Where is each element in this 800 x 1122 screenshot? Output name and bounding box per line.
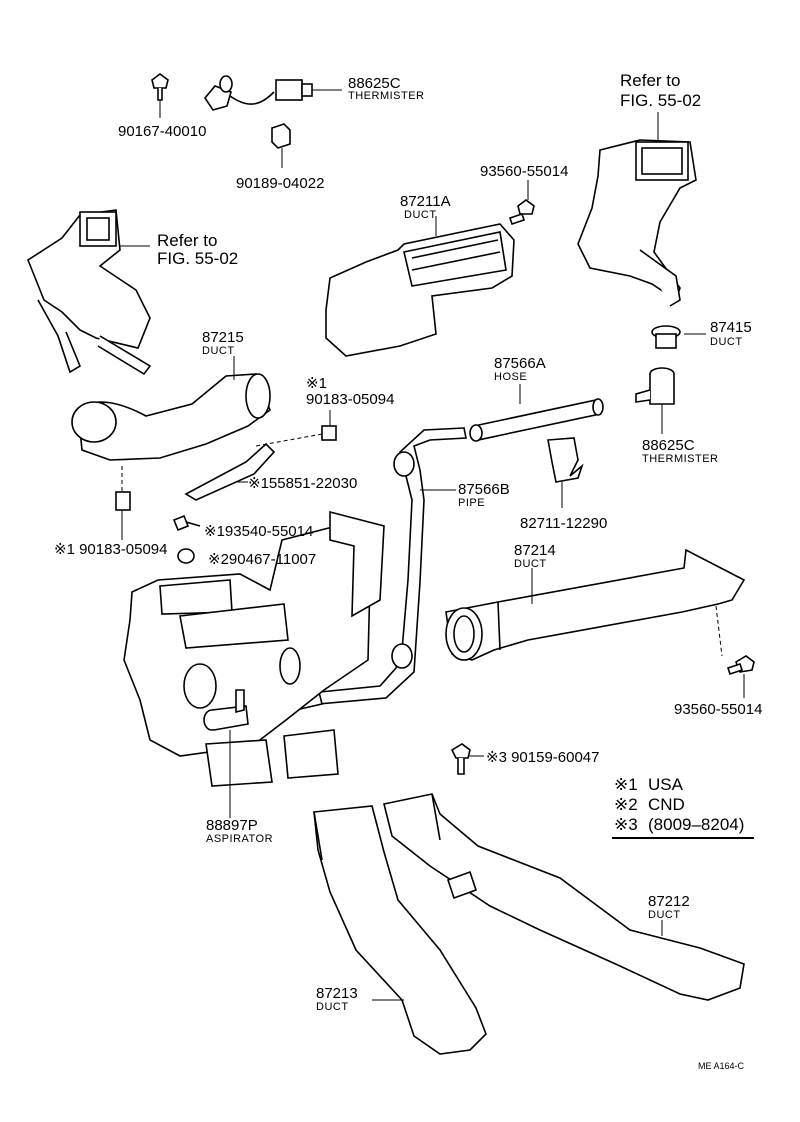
hose-87566a [469,398,604,442]
label-87213: 87213 [316,985,358,1002]
label-87566b-pipe: PIPE [458,497,486,509]
aspirator-88897p [203,689,249,731]
heater-unit-right [577,139,697,307]
label-nut-mark: ※1 [306,375,327,392]
legend-2-mark: ※2 [614,795,638,814]
label-88625c-right: 88625C [642,437,695,454]
thermister-top [204,75,313,111]
screw-93540-55014 [172,514,201,532]
cap-87415 [651,325,681,349]
duct-87214 [445,548,746,661]
label-87211a-duct: DUCT [404,209,437,221]
label-90189-04022: 90189-04022 [236,175,325,192]
duct-87211a [325,223,515,357]
bolt-93560-top [508,199,535,226]
label-90159-60047: ※3 90159-60047 [486,749,600,766]
label-93560-55014-top: 93560-55014 [480,163,569,180]
ref-right-line2: FIG. 55-02 [620,91,702,110]
label-87214-duct: DUCT [514,558,547,570]
label-87415: 87415 [710,319,752,336]
duct-87213 [313,805,487,1055]
nut-90183-05094-upper [321,425,337,441]
label-87215-duct: DUCT [202,345,235,357]
heater-unit-left [27,209,152,376]
label-thermister-right: THERMISTER [642,453,719,465]
clip-90189-04022 [271,123,291,149]
label-93560-55014-right: 93560-55014 [674,701,763,718]
label-82711-12290: 82711-12290 [520,515,608,532]
duct-87215 [71,373,271,461]
label-88897p: 88897P [206,817,258,834]
label-55851-22030: ※155851-22030 [248,475,358,492]
label-90467-11007: ※290467-11007 [208,551,317,568]
heater-assembly [123,510,385,787]
bolt-90167-40010 [151,73,169,101]
label-87415-duct: DUCT [710,336,743,348]
label-thermister-top: THERMISTER [348,90,425,102]
label-90167-40010: 90167-40010 [118,123,207,140]
clamp-82711 [547,437,584,483]
label-87214: 87214 [514,542,556,559]
ref-right-line1: Refer to [620,71,681,90]
label-87211a: 87211A [400,193,451,210]
label-87566b: 87566B [458,481,510,498]
thermister-right [635,367,675,405]
bracket-55851 [184,442,276,501]
label-90183-05094-upper: 90183-05094 [306,391,395,408]
label-88625c-top: 88625C [348,75,401,92]
screw-90159 [450,743,471,775]
legend-1-mark: ※1 [614,775,638,794]
ref-left-line1: Refer to [157,231,218,250]
legend-2-text: CND [648,795,685,814]
label-87566a-hose: HOSE [494,371,528,383]
legend-1-text: USA [648,775,683,794]
legend-3-text: (8009–8204) [648,815,745,834]
label-87566a: 87566A [494,355,546,372]
label-87212: 87212 [648,893,690,910]
figure-code: ME A164-C [698,1061,745,1071]
label-93540-55014: ※193540-55014 [204,523,314,540]
label-87215: 87215 [202,329,244,346]
ref-left-line2: FIG. 55-02 [157,249,239,268]
label-aspirator: ASPIRATOR [206,833,274,845]
nut-90183-05094-lower [115,491,131,511]
label-87212-duct: DUCT [648,909,681,921]
bolt-93560-right [726,655,755,676]
duct-87212 [383,793,745,1001]
grommet-90467 [177,548,195,564]
legend-3-mark: ※3 [614,815,638,834]
label-87213-duct: DUCT [316,1001,349,1013]
label-90183-05094-lower: ※1 90183-05094 [54,541,168,558]
